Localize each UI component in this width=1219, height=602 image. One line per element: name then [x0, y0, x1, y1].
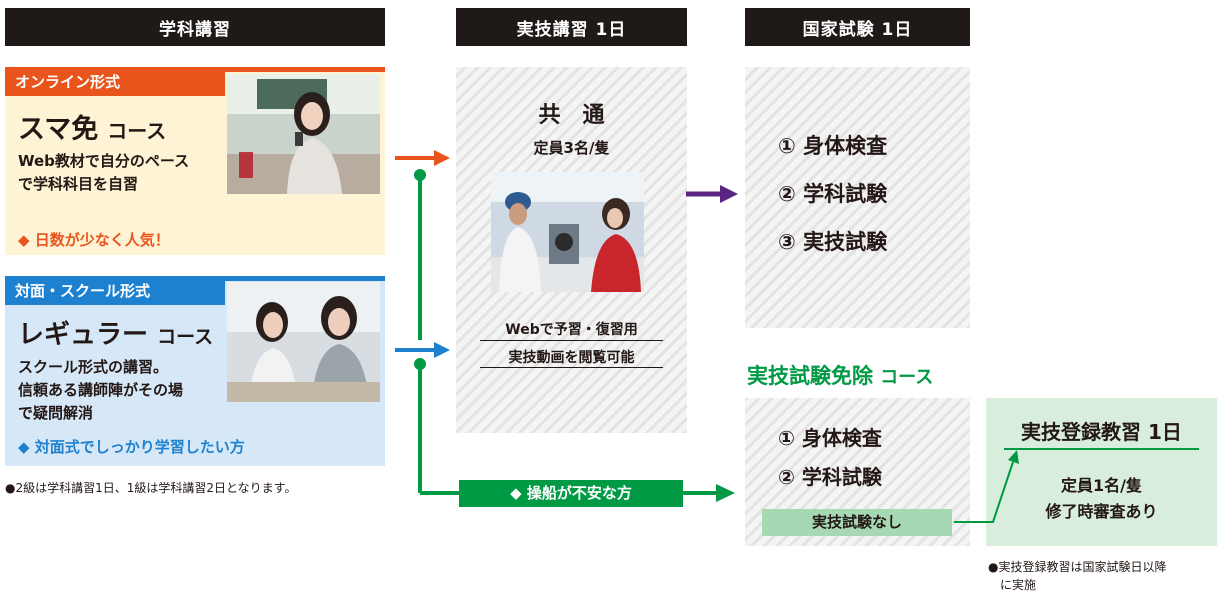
- header-national-exam: 国家試験 1日: [745, 8, 970, 46]
- practical-capacity: 定員3名/隻: [533, 139, 610, 157]
- exemption-item-academic: ② 学科試験: [778, 465, 882, 489]
- exemption-item-physical: ① 身体検査: [778, 426, 882, 450]
- online-photo-woman-phone: [227, 74, 380, 194]
- exam-item-practical: ③ 実技試験: [778, 230, 888, 254]
- school-desc-line2: 信頼ある講師陣がその場: [18, 381, 184, 399]
- exemption-course-title: 実技試験免除 コース: [747, 360, 933, 390]
- registration-lesson-box: 実技登録教習 1日 定員1名/隻 修了時審査あり: [986, 398, 1217, 546]
- national-exam-box: ① 身体検査 ② 学科試験 ③ 実技試験: [745, 67, 970, 328]
- online-desc-line2: で学科科目を自習: [18, 175, 139, 193]
- school-format-tag: 対面・スクール形式: [5, 276, 225, 305]
- registration-note-line2: に実施: [1000, 578, 1037, 592]
- registration-note-line1: ●実技登録教習は国家試験日以降: [988, 560, 1167, 574]
- anxious-label: ◆ 操船が不安な方: [459, 480, 683, 507]
- header-academic: 学科講習: [5, 8, 385, 46]
- online-format-tag: オンライン形式: [5, 67, 225, 96]
- online-arrow: [395, 150, 450, 166]
- practical-common-title: 共 通: [538, 103, 605, 128]
- course-suffix: コース: [157, 326, 214, 348]
- registration-title: 実技登録教習 1日: [1021, 420, 1182, 444]
- academic-note: ●2級は学科講習1日、1級は学科講習2日となります。: [5, 481, 297, 495]
- online-desc-line1: Web教材で自分のペース: [18, 152, 190, 170]
- school-desc-line3: で疑問解消: [18, 404, 94, 422]
- course-suffix: コース: [107, 119, 167, 143]
- course-name-sumamen: スマ免: [18, 114, 99, 145]
- school-feature: ◆ 対面式でしっかり学習したい方: [18, 438, 245, 456]
- course-name-regular: レギュラー: [18, 320, 149, 350]
- exam-item-academic: ② 学科試験: [778, 182, 888, 206]
- school-desc-line1: スクール形式の講習。: [18, 358, 169, 376]
- exam-arrow: [686, 185, 738, 203]
- school-arrow: [395, 342, 450, 358]
- school-course-card: 対面・スクール形式 レギュラー コース スクール形式の講習。 信頼ある講師陣がそ…: [5, 276, 385, 466]
- practical-lesson-box: 共 通 定員3名/隻 Webで予習・復習用 実技動画を閲覧可能: [456, 67, 687, 433]
- practical-web-line1: Webで予習・復習用: [505, 322, 638, 338]
- registration-review: 修了時審査あり: [1045, 502, 1158, 521]
- exemption-course-suffix: コース: [880, 367, 934, 388]
- exemption-title: 実技試験免除: [747, 364, 873, 388]
- no-practical-badge: 実技試験なし: [762, 509, 952, 536]
- practical-photo-boat: [491, 172, 644, 292]
- exemption-box: ① 身体検査 ② 学科試験 実技試験なし: [745, 398, 970, 546]
- online-course-name: スマ免 コース: [18, 107, 166, 146]
- exam-item-physical: ① 身体検査: [778, 134, 888, 158]
- practical-web-line2: 実技動画を閲覧可能: [508, 350, 635, 366]
- header-practical: 実技講習 1日: [456, 8, 687, 46]
- school-course-name: レギュラー コース: [18, 314, 213, 351]
- online-feature: ◆ 日数が少なく人気！: [18, 231, 170, 249]
- registration-capacity: 定員1名/隻: [1061, 476, 1142, 495]
- school-photo-students: [227, 282, 380, 402]
- online-course-card: オンライン形式 スマ免 コース Web教材で自分のペース で学科科目を自習 ◆ …: [5, 67, 385, 255]
